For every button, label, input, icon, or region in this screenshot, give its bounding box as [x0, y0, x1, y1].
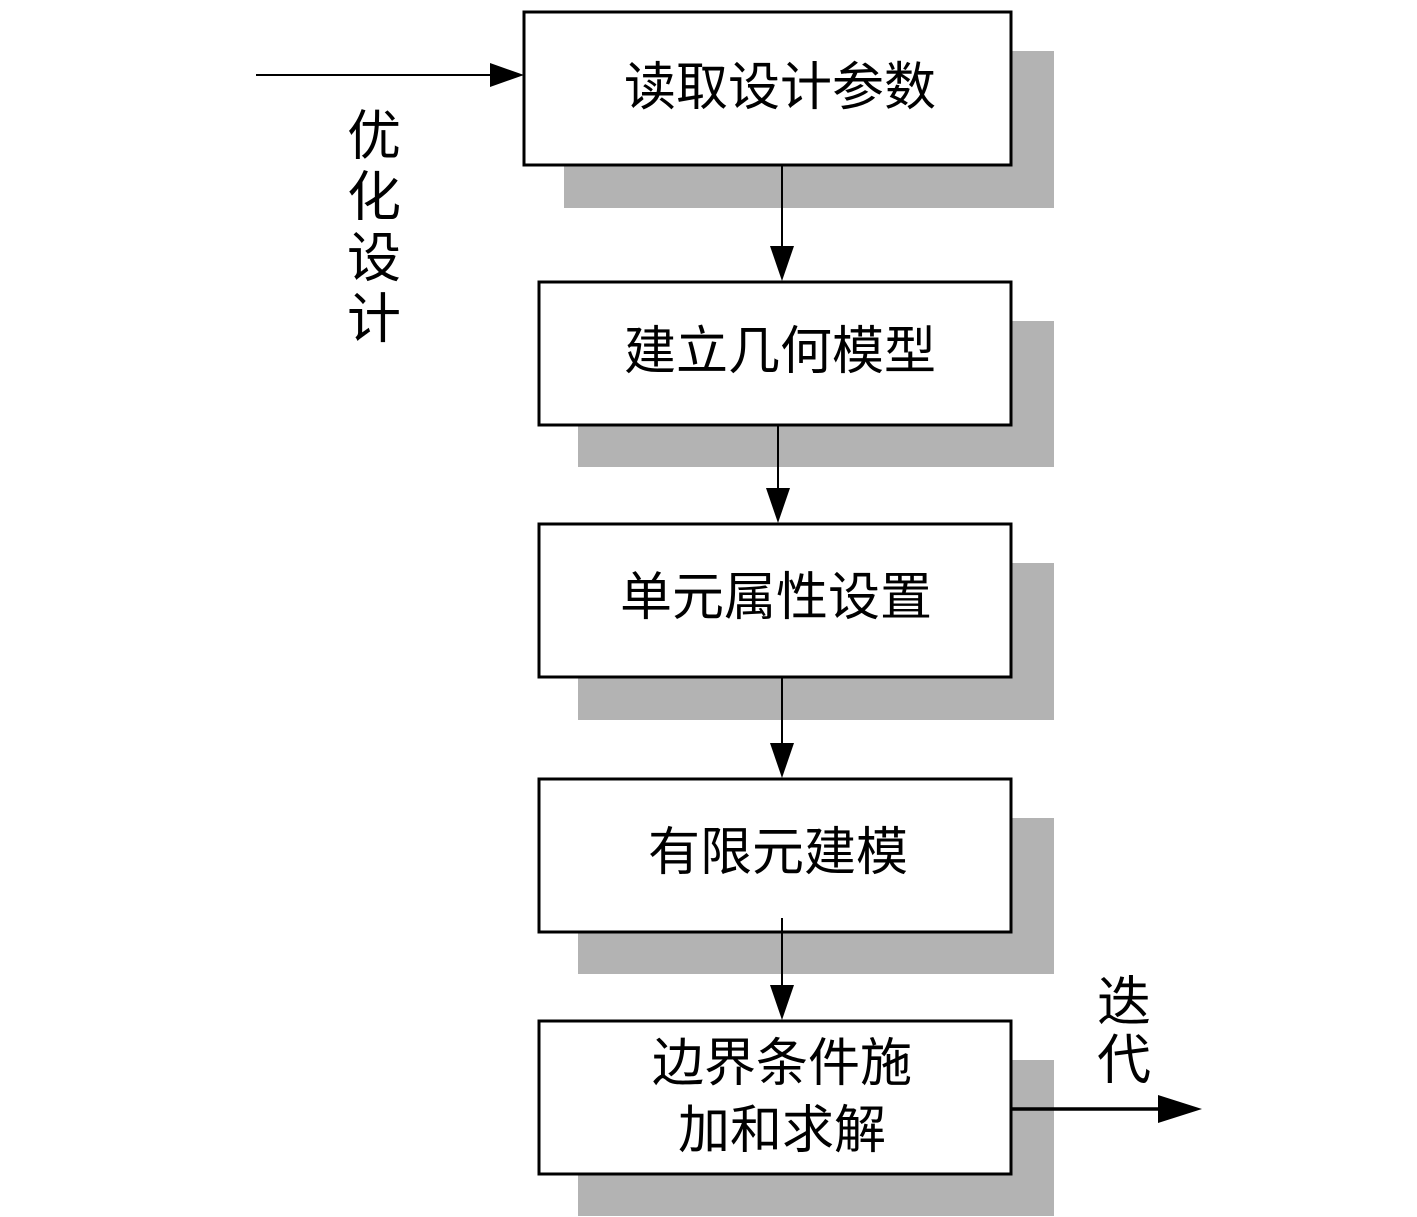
step-box-4 [537, 777, 1013, 934]
arrowhead-2-3 [766, 488, 790, 523]
output-label-char: 迭 [1097, 971, 1151, 1034]
input-label-char: 化 [347, 166, 401, 229]
input-label-char: 优 [347, 105, 401, 168]
step-box-3 [537, 522, 1013, 679]
step-box-5 [537, 1019, 1013, 1176]
step-label-5-line-1: 边界条件施 [652, 1034, 912, 1094]
output-arrowhead [1158, 1095, 1202, 1123]
step-box-1 [522, 10, 1013, 167]
input-label-char: 设 [347, 227, 401, 290]
arrowhead-1-2 [770, 246, 794, 281]
step-label-1: 读取设计参数 [624, 58, 936, 118]
step-label-4: 有限元建模 [648, 823, 908, 883]
step-label-3: 单元属性设置 [620, 568, 932, 628]
step-label-5-line-2: 加和求解 [678, 1101, 886, 1161]
output-label-char: 代 [1097, 1029, 1151, 1092]
output-label: 迭代 [1097, 971, 1151, 1092]
arrowhead-3-4 [770, 743, 794, 778]
input-arrowhead [490, 63, 524, 87]
step-label-2: 建立几何模型 [624, 322, 936, 382]
arrowhead-4-5 [770, 985, 794, 1020]
step-box-2 [537, 280, 1013, 427]
input-label-char: 计 [347, 288, 401, 351]
